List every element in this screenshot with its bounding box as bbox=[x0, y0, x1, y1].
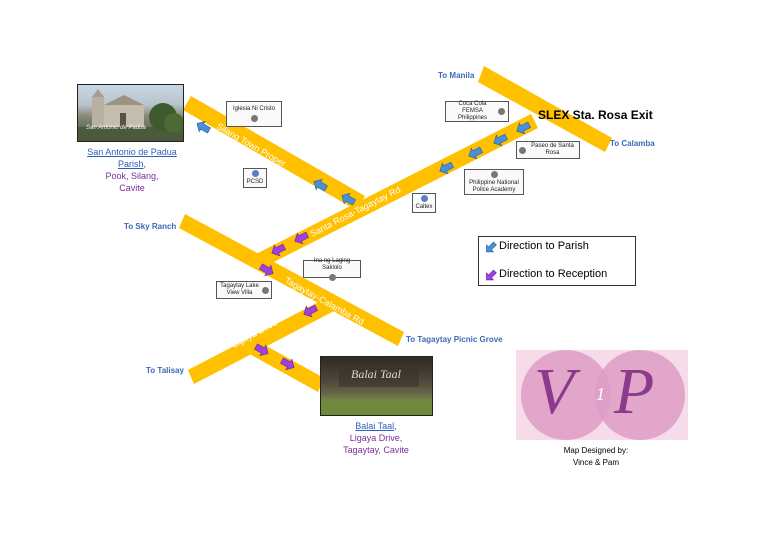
place-paseo: Paseo de Santa Rosa bbox=[516, 141, 580, 159]
legend-label-parish: Direction to Parish bbox=[499, 240, 589, 252]
caption-comma: , bbox=[143, 159, 147, 169]
place-coca-cola: Coca Cola FEMSA Philippines bbox=[445, 101, 509, 122]
reception-link[interactable]: Balai Taal bbox=[355, 421, 395, 431]
place-label: Caltex bbox=[415, 204, 433, 210]
place-tagaytay-lake-view: Tagaytay Lake View Villa bbox=[216, 281, 272, 299]
place-label: Paseo de Santa Rosa bbox=[531, 143, 574, 156]
to-talisay-label: To Talisay bbox=[146, 366, 184, 375]
venue-sign-icon bbox=[321, 363, 432, 415]
slex-exit-label: SLEX Sta. Rosa Exit bbox=[538, 108, 653, 122]
place-pnpa: Philippine National Police Academy bbox=[464, 169, 524, 195]
legend: Direction to Parish Direction to Recepti… bbox=[478, 236, 636, 286]
mall-icon bbox=[519, 146, 526, 154]
legend-label-reception: Direction to Reception bbox=[499, 268, 608, 280]
reception-arrow-icon bbox=[254, 343, 269, 357]
map-credit: Map Designed by: Vince & Pam bbox=[536, 445, 656, 469]
reception-arrow-icon bbox=[294, 231, 310, 245]
monogram-letter-v: V bbox=[534, 355, 575, 428]
to-calamba-label: To Calamba bbox=[610, 139, 655, 148]
parish-arrow-icon bbox=[196, 120, 211, 134]
reception-photo: Balai Taal bbox=[320, 356, 433, 416]
reception-address-line3: Tagaytay, Cavite bbox=[343, 445, 409, 455]
reception-address-line2: Ligaya Drive, bbox=[349, 433, 403, 443]
parish-arrow-icon bbox=[313, 178, 328, 192]
parish-link[interactable]: San Antonio de Padua Parish bbox=[87, 147, 177, 169]
hotel-icon bbox=[261, 286, 269, 294]
reception-arrow-icon bbox=[303, 304, 318, 318]
credit-line2: Vince & Pam bbox=[572, 458, 620, 467]
parish-arrow-icon bbox=[468, 146, 484, 160]
place-label: Tagaytay Lake View Villa bbox=[220, 283, 259, 296]
parish-arrow-icon bbox=[493, 133, 509, 147]
factory-icon bbox=[497, 108, 505, 115]
place-label: Coca Cola FEMSA Philippines bbox=[457, 101, 488, 121]
caption-comma: , bbox=[394, 421, 397, 431]
reception-arrow-icon bbox=[259, 263, 274, 277]
credit-line1: Map Designed by: bbox=[563, 446, 629, 455]
place-label: Iglesia Ni Cristo bbox=[232, 106, 275, 112]
to-manila-label: To Manila bbox=[438, 71, 475, 80]
road-slex bbox=[478, 66, 612, 152]
place-iglesia: Iglesia Ni Cristo bbox=[226, 101, 282, 127]
legend-row-reception: Direction to Reception bbox=[483, 267, 607, 281]
road-ligaya-drive bbox=[188, 296, 336, 384]
reception-arrow-icon bbox=[486, 269, 497, 281]
parish-caption: San Antonio de Padua Parish, Pook, Silan… bbox=[80, 146, 184, 194]
reception-arrow-icon bbox=[280, 357, 295, 371]
photo-caption-text: San Antonio de Padua bbox=[86, 125, 146, 131]
parish-photo: San Antonio de Padua bbox=[77, 84, 184, 142]
church-icon bbox=[250, 115, 258, 122]
building-icon bbox=[251, 170, 259, 177]
to-tagaytay-picnic-grove-label: To Tagaytay Picnic Grove bbox=[406, 335, 503, 344]
academy-icon bbox=[490, 170, 498, 178]
parish-arrow-icon bbox=[516, 121, 532, 135]
road-tagaytay-calamba bbox=[179, 214, 404, 346]
place-caltex: Caltex bbox=[412, 193, 436, 213]
parish-address-line2: Pook, Silang, bbox=[105, 171, 159, 181]
to-sky-ranch-label: To Sky Ranch bbox=[124, 222, 177, 231]
photo-caption-text: Balai Taal bbox=[351, 367, 401, 381]
church-building-icon bbox=[78, 89, 183, 141]
place-pcsd: PCSD bbox=[243, 168, 267, 188]
place-label: PCSD bbox=[246, 179, 264, 185]
parish-address-line3: Cavite bbox=[119, 183, 145, 193]
legend-row-parish: Direction to Parish bbox=[483, 239, 589, 253]
place-laging-saklolo: Ina ng Laging Saklolo bbox=[303, 257, 361, 281]
parish-arrow-icon bbox=[341, 192, 356, 206]
monogram-number: 1 bbox=[596, 384, 605, 404]
monogram-logo: V 1 P bbox=[516, 350, 688, 440]
road-label-silang-town-proper: Silang Town Proper bbox=[215, 121, 287, 169]
monogram-circles-icon bbox=[521, 350, 685, 440]
road-santa-rosa-tagaytay bbox=[252, 114, 538, 270]
place-label: Ina ng Laging Saklolo bbox=[313, 257, 351, 271]
reception-caption: Balai Taal, Ligaya Drive, Tagaytay, Cavi… bbox=[326, 420, 426, 456]
parish-arrow-icon bbox=[439, 161, 455, 175]
gas-station-icon bbox=[420, 195, 428, 202]
parish-arrow-icon bbox=[486, 241, 497, 253]
place-label: Philippine National Police Academy bbox=[469, 179, 519, 193]
monogram-letter-p: P bbox=[614, 355, 655, 428]
reception-arrow-icon bbox=[271, 243, 287, 257]
church-icon bbox=[328, 273, 336, 281]
